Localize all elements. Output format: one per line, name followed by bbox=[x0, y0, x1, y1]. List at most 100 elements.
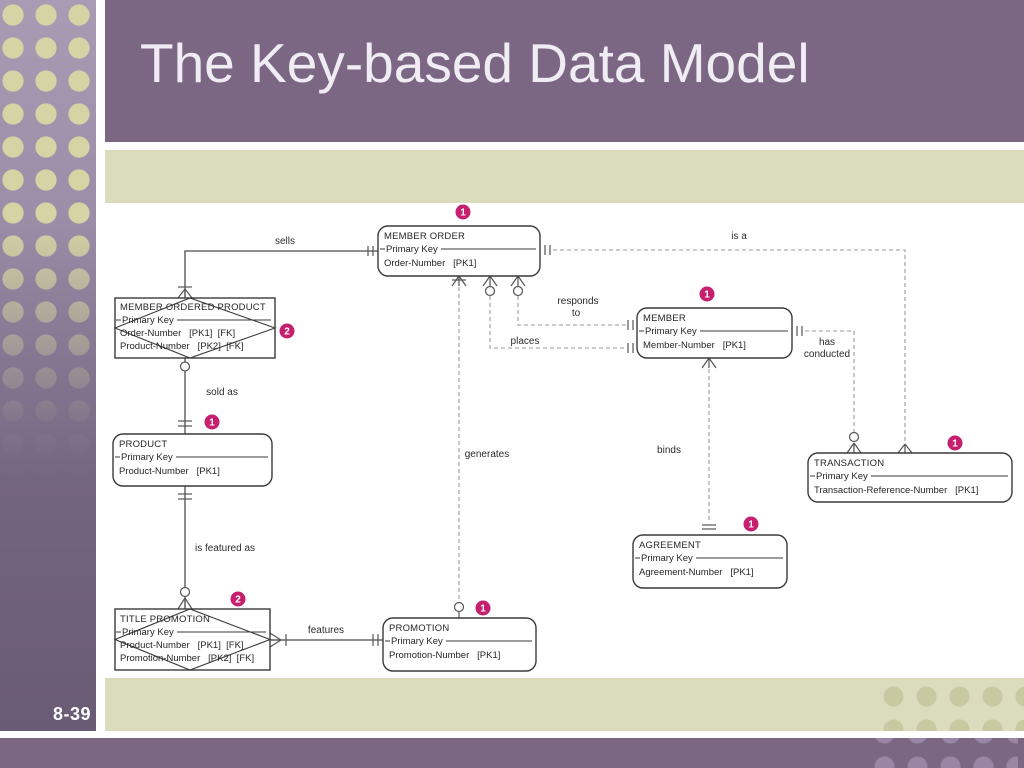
entity-member: MEMBER Primary Key Member-Number [PK1] 1 bbox=[636, 286, 793, 359]
badge: 2 bbox=[279, 323, 295, 339]
entity-box bbox=[632, 534, 788, 589]
entity-box bbox=[112, 433, 273, 487]
crowfoot-icon bbox=[482, 275, 498, 287]
badge: 1 bbox=[699, 286, 715, 302]
entity-attribute: Product-Number [PK1] [FK] bbox=[120, 640, 244, 651]
badge: 1 bbox=[475, 600, 491, 616]
crowfoot-icon bbox=[897, 443, 913, 454]
optional-circle-icon bbox=[512, 285, 524, 297]
relationship-sold-as: sold as bbox=[178, 358, 238, 434]
relationship-label: responds bbox=[557, 296, 598, 307]
svg-text:2: 2 bbox=[235, 595, 241, 606]
entity-pk-label: Primary Key bbox=[122, 627, 174, 638]
badge: 1 bbox=[455, 204, 471, 220]
relationship-has-conducted: has conducted bbox=[796, 326, 862, 454]
optional-circle-icon bbox=[453, 601, 465, 613]
entity-name: MEMBER ORDER bbox=[384, 231, 465, 242]
sidebar-dot-pattern: 8-39 bbox=[0, 0, 96, 731]
entity-name: AGREEMENT bbox=[639, 540, 701, 551]
relationship-binds: binds bbox=[657, 357, 717, 530]
entity-attribute: Product-Number [PK1] bbox=[119, 466, 220, 477]
relationship-sells: sells bbox=[177, 236, 378, 299]
optional-circle-icon bbox=[179, 586, 191, 598]
relationship-label: sells bbox=[275, 236, 295, 247]
entity-attribute: Transaction-Reference-Number [PK1] bbox=[814, 485, 978, 496]
svg-text:1: 1 bbox=[748, 520, 754, 531]
relationship-label: generates bbox=[465, 449, 509, 460]
crowfoot-icon bbox=[510, 275, 526, 287]
slide-title: The Key-based Data Model bbox=[140, 32, 810, 94]
relationship-label: is a bbox=[731, 231, 747, 242]
associative-diamond bbox=[113, 608, 272, 671]
entity-name: MEMBER bbox=[643, 313, 686, 324]
crowfoot-icon bbox=[846, 442, 862, 454]
svg-text:1: 1 bbox=[460, 208, 466, 219]
entity-attribute: Product-Number [PK2] [FK] bbox=[120, 341, 244, 352]
relationship-responds-to: responds to bbox=[510, 275, 634, 330]
relationship-label: sold as bbox=[206, 387, 238, 398]
svg-text:1: 1 bbox=[952, 439, 958, 450]
corner-dots-purple bbox=[868, 738, 1018, 768]
entity-name: PROMOTION bbox=[389, 623, 449, 634]
relationship-label: features bbox=[308, 625, 344, 636]
bottom-purple-strip bbox=[0, 738, 1024, 768]
header-bar: The Key-based Data Model bbox=[105, 0, 1024, 142]
relationship-label: has bbox=[819, 337, 835, 348]
entity-box bbox=[807, 452, 1013, 503]
entity-attribute: Member-Number [PK1] bbox=[643, 340, 746, 351]
entity-attribute: Order-Number [PK1] [FK] bbox=[120, 328, 235, 339]
crowfoot-icon bbox=[269, 632, 282, 648]
relationship-label: binds bbox=[657, 445, 681, 456]
relationship-label: places bbox=[511, 336, 540, 347]
entity-box bbox=[636, 307, 793, 359]
entity-name: TRANSACTION bbox=[814, 458, 884, 469]
entity-attribute: Agreement-Number [PK1] bbox=[639, 567, 754, 578]
entity-box bbox=[114, 608, 271, 671]
badge: 1 bbox=[204, 414, 220, 430]
relationship-label: to bbox=[572, 308, 581, 319]
relationship-generates: generates bbox=[451, 275, 509, 618]
entity-promotion: PROMOTION Primary Key Promotion-Number [… bbox=[382, 600, 537, 672]
entity-box bbox=[377, 225, 541, 277]
relationship-label: is featured as bbox=[195, 543, 255, 554]
entity-agreement: AGREEMENT Primary Key Agreement-Number [… bbox=[632, 516, 788, 589]
entity-title-promotion: TITLE PROMOTION Primary Key Product-Numb… bbox=[113, 591, 272, 671]
entity-pk-label: Primary Key bbox=[645, 326, 697, 337]
entity-member-ordered-product: MEMBER ORDERED PRODUCT Primary Key Order… bbox=[113, 297, 295, 359]
er-diagram: sells sold as is featured as bbox=[112, 204, 1013, 672]
crowfoot-icon bbox=[451, 275, 467, 287]
diagram-area: sells sold as is featured as bbox=[105, 203, 1024, 678]
relationship-places: places bbox=[482, 275, 634, 353]
relationship-label: conducted bbox=[804, 349, 850, 360]
badge: 1 bbox=[947, 435, 963, 451]
entity-product: PRODUCT Primary Key Product-Number [PK1]… bbox=[112, 414, 273, 487]
entity-name: PRODUCT bbox=[119, 439, 167, 450]
badge: 1 bbox=[743, 516, 759, 532]
entity-attribute: Promotion-Number [PK2] [FK] bbox=[120, 653, 254, 664]
svg-text:1: 1 bbox=[209, 418, 215, 429]
badge: 2 bbox=[230, 591, 246, 607]
entity-pk-label: Primary Key bbox=[391, 636, 443, 647]
entity-pk-label: Primary Key bbox=[816, 471, 868, 482]
entity-pk-label: Primary Key bbox=[121, 452, 173, 463]
corner-dots-cream bbox=[874, 678, 1024, 731]
relationship-is-featured-as: is featured as bbox=[177, 486, 255, 610]
page-number: 8-39 bbox=[52, 704, 91, 724]
svg-text:2: 2 bbox=[284, 327, 290, 338]
relationship-features: features bbox=[269, 625, 383, 648]
entity-name: TITLE PROMOTION bbox=[120, 614, 210, 625]
optional-circle-icon bbox=[848, 431, 860, 443]
entity-box bbox=[382, 617, 537, 672]
entity-pk-label: Primary Key bbox=[641, 553, 693, 564]
entity-member-order: MEMBER ORDER Primary Key Order-Number [P… bbox=[377, 204, 541, 277]
entity-pk-label: Primary Key bbox=[122, 315, 174, 326]
svg-text:1: 1 bbox=[704, 290, 710, 301]
top-cream-band bbox=[105, 150, 1024, 203]
relationship-is-a: is a bbox=[544, 231, 913, 454]
entity-pk-label: Primary Key bbox=[386, 244, 438, 255]
optional-circle-icon bbox=[484, 285, 496, 297]
crowfoot-icon bbox=[177, 597, 193, 610]
associative-diamond bbox=[113, 297, 277, 359]
crowfoot-icon bbox=[701, 357, 717, 369]
